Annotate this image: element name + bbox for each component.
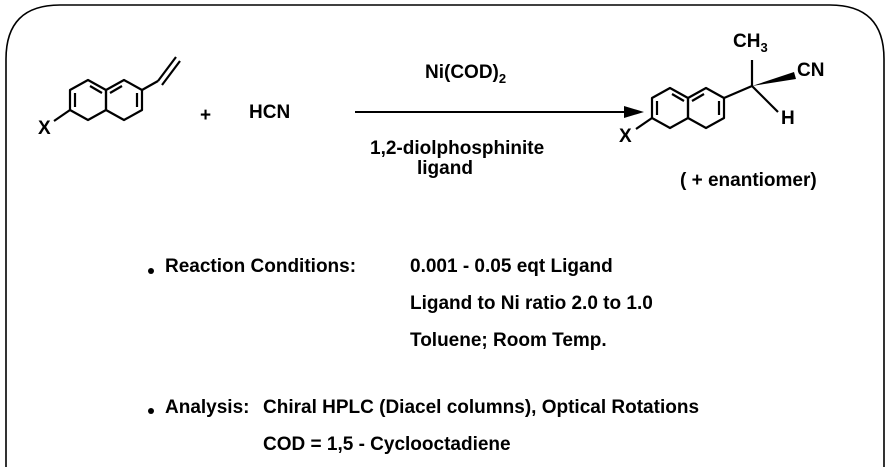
methyl-text: CH [733,31,761,52]
product-methyl-label: CH3 [733,31,768,59]
cod-footnote: COD = 1,5 - Cyclooctadiene [263,434,511,455]
product-cn-label: CN [797,60,825,81]
catalyst-formula: Ni(COD) [425,62,499,83]
conditions-line-2: Ligand to Ni ratio 2.0 to 1.0 [410,293,653,314]
product-wedge-bond [752,72,796,86]
reactant-naphthalene-structure [53,56,181,122]
catalyst-subscript: 2 [498,70,507,86]
conditions-line-3: Toluene; Room Temp. [410,330,607,351]
product-x-label: X [619,126,632,147]
analysis-bullet [148,408,154,414]
catalyst-label: Ni(COD)2 [425,62,506,90]
ligand-line-2: ligand [417,158,473,179]
reagent-hcn: HCN [249,102,291,123]
analysis-label: Analysis: [165,397,250,418]
conditions-bullet [148,268,154,274]
reactant-x-label: X [38,118,51,139]
product-naphthalene-structure [635,60,779,130]
product-h-label: H [781,108,795,129]
ligand-line-1: 1,2-diolphosphinite [370,138,545,159]
conditions-line-1: 0.001 - 0.05 eqt Ligand [410,256,613,277]
plus-sign: + [200,105,212,126]
methyl-subscript: 3 [760,39,768,55]
rounded-frame [5,4,885,467]
analysis-value: Chiral HPLC (Diacel columns), Optical Ro… [263,397,700,418]
reaction-arrow [355,106,644,118]
enantiomer-note: ( + enantiomer) [680,170,817,191]
conditions-label: Reaction Conditions: [165,256,357,277]
